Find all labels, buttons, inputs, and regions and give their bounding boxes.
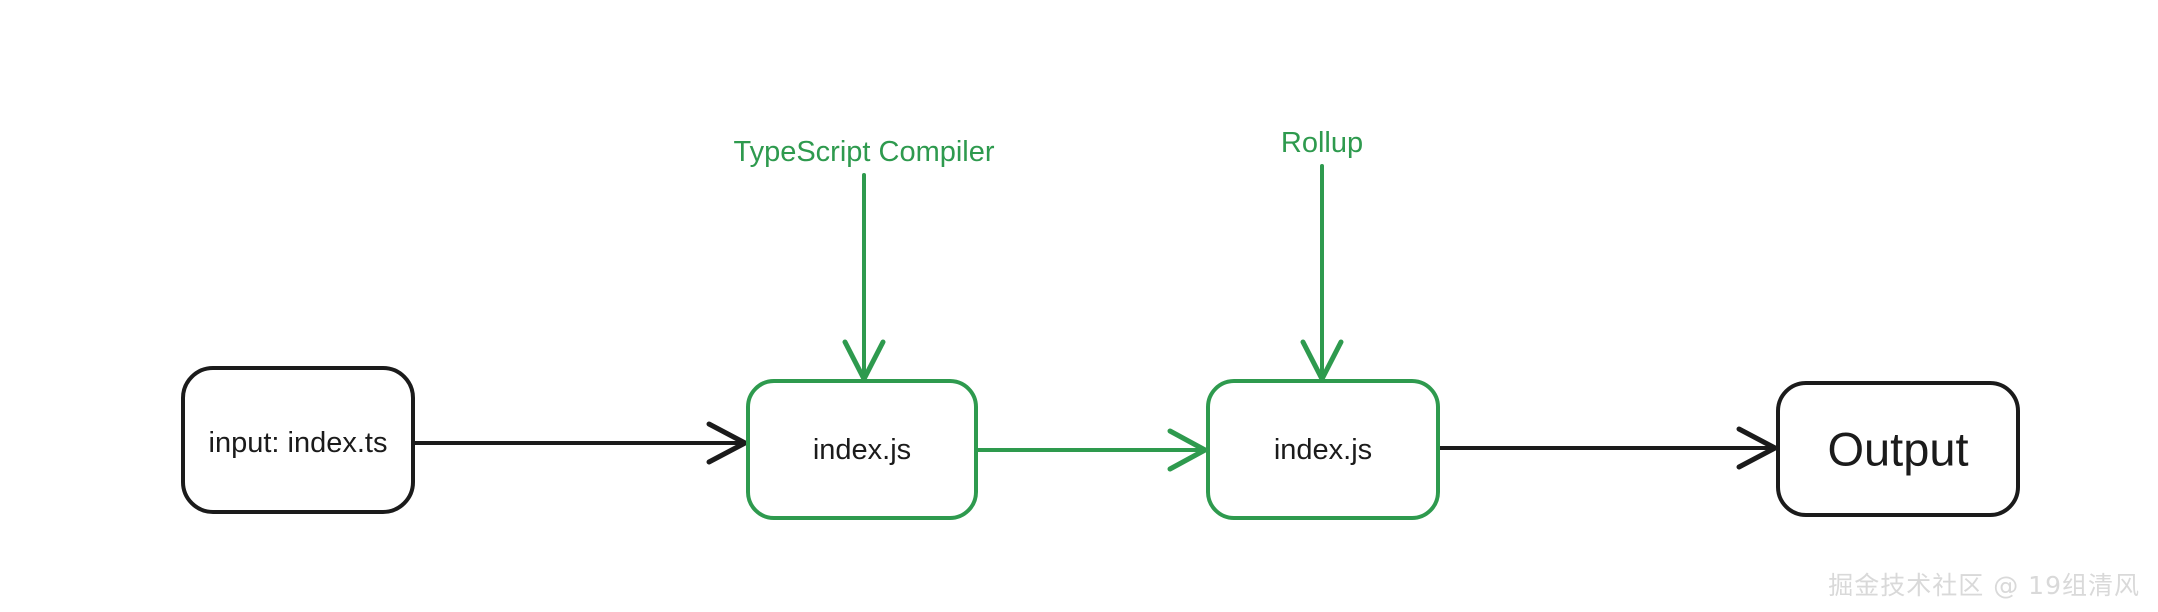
label-rollup: Rollup: [1281, 127, 1363, 159]
edge-rollup: [1300, 164, 1344, 382]
edge-typescript-compiler: [842, 173, 886, 382]
node-output-box[interactable]: [1776, 381, 2020, 517]
node-compiled-box[interactable]: [746, 379, 978, 520]
label-typescript-compiler: TypeScript Compiler: [733, 136, 994, 168]
node-input-label: input: index.ts: [209, 427, 388, 459]
node-compiled-label: index.js: [813, 434, 911, 466]
arrowhead-input-to-compiled: [706, 421, 748, 465]
node-input-box[interactable]: [181, 366, 415, 514]
node-bundled-label: index.js: [1274, 434, 1372, 466]
edge-input-to-compiled: [411, 421, 748, 465]
edge-bundled-to-output: [1438, 426, 1778, 470]
edge-compiled-to-bundled: [974, 428, 1208, 472]
node-bundled[interactable]: index.js: [1206, 379, 1440, 520]
node-output-label: Output: [1827, 423, 1968, 476]
arrowhead-bundled-to-output: [1736, 426, 1778, 470]
node-compiled[interactable]: index.js: [746, 379, 978, 520]
node-input[interactable]: input: index.ts: [181, 366, 415, 514]
arrowhead-compiled-to-bundled: [1167, 428, 1208, 472]
node-bundled-box[interactable]: [1206, 379, 1440, 520]
node-output[interactable]: Output: [1776, 381, 2020, 517]
watermark: 掘金技术社区 @ 19组清风: [1828, 571, 2140, 600]
